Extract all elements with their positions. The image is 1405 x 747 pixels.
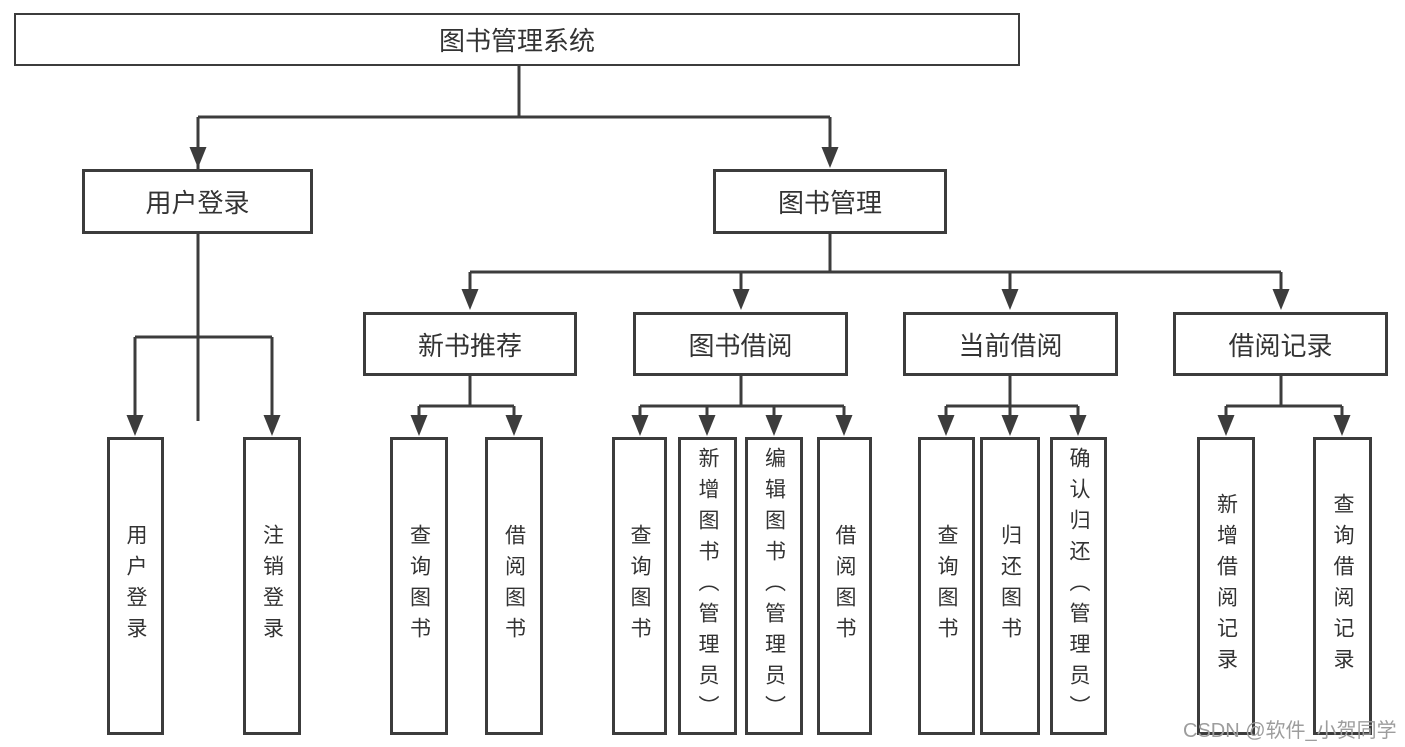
leaf-label: 查询图书 xyxy=(628,524,651,648)
leaf-label: 借阅图书 xyxy=(502,524,526,648)
node-user-login: 用户登录 xyxy=(82,169,313,234)
arrow-down-icon xyxy=(835,415,853,436)
leaf-query-borrow-record: 查询借阅记录 xyxy=(1313,437,1372,735)
leaf-label: 归还图书 xyxy=(998,524,1022,648)
arrow-down-icon xyxy=(698,415,716,436)
leaf-label: 查询借阅记录 xyxy=(1331,493,1354,679)
leaf-add-books-admin: 新增图书（管理员） xyxy=(678,437,737,735)
node-label: 图书借阅 xyxy=(688,330,793,361)
leaf-label: 确认归还（管理员） xyxy=(1067,446,1090,726)
leaf-user-login: 用户登录 xyxy=(107,437,164,735)
node-label: 图书管理系统 xyxy=(438,26,595,56)
arrow-down-icon xyxy=(1333,415,1351,436)
node-label: 当前借阅 xyxy=(958,330,1063,361)
arrow-down-icon xyxy=(410,415,428,436)
arrow-down-icon xyxy=(1069,415,1087,436)
node-label: 用户登录 xyxy=(145,188,250,218)
node-label: 新书推荐 xyxy=(417,330,522,361)
connector-book-management-to-level3 xyxy=(461,234,1290,310)
connector-new-book-to-leaves xyxy=(410,376,523,436)
arrow-down-icon xyxy=(1001,289,1019,310)
arrow-down-icon xyxy=(505,415,523,436)
connector-current-borrow-to-leaves xyxy=(937,376,1087,436)
node-library-management-system: 图书管理系统 xyxy=(14,13,1020,66)
arrow-down-icon xyxy=(1272,289,1290,310)
leaf-borrow-books: 借阅图书 xyxy=(817,437,872,735)
arrow-down-icon xyxy=(263,415,281,436)
leaf-logout: 注销登录 xyxy=(243,437,301,735)
arrow-down-icon xyxy=(765,415,783,436)
leaf-borrow-books-recommend: 借阅图书 xyxy=(485,437,543,735)
leaf-label: 注销登录 xyxy=(260,524,284,648)
arrow-down-icon xyxy=(1001,415,1019,436)
connector-user-login-to-leaves xyxy=(126,234,281,436)
node-book-management: 图书管理 xyxy=(713,169,947,234)
leaf-confirm-return-admin: 确认归还（管理员） xyxy=(1050,437,1107,735)
node-new-book-recommend: 新书推荐 xyxy=(363,312,577,376)
node-label: 图书管理 xyxy=(777,188,882,218)
leaf-label: 编辑图书（管理员） xyxy=(762,446,786,726)
arrow-down-icon xyxy=(1217,415,1235,436)
node-current-borrow: 当前借阅 xyxy=(903,312,1118,376)
leaf-label: 用户登录 xyxy=(124,524,147,648)
arrow-down-icon xyxy=(732,289,750,310)
leaf-query-books-borrow: 查询图书 xyxy=(612,437,667,735)
leaf-label: 查询图书 xyxy=(935,524,958,648)
arrow-down-icon xyxy=(189,147,207,168)
csdn-watermark: CSDN @软件_小贺同学 xyxy=(1183,720,1397,742)
arrow-down-icon xyxy=(631,415,649,436)
leaf-label: 新增借阅记录 xyxy=(1214,493,1238,679)
leaf-label: 借阅图书 xyxy=(833,524,856,648)
leaf-edit-books-admin: 编辑图书（管理员） xyxy=(745,437,803,735)
arrow-down-icon xyxy=(461,289,479,310)
node-label: 借阅记录 xyxy=(1228,330,1333,361)
leaf-add-borrow-record: 新增借阅记录 xyxy=(1197,437,1255,735)
node-book-borrow: 图书借阅 xyxy=(633,312,848,376)
leaf-label: 新增图书（管理员） xyxy=(696,446,719,726)
arrow-down-icon xyxy=(937,415,955,436)
arrow-down-icon xyxy=(821,147,839,168)
connector-borrow-record-to-leaves xyxy=(1217,376,1351,436)
node-borrow-record: 借阅记录 xyxy=(1173,312,1388,376)
leaf-label: 查询图书 xyxy=(407,524,431,648)
leaf-query-books-recommend: 查询图书 xyxy=(390,437,448,735)
connector-root-to-level2 xyxy=(189,66,839,421)
leaf-return-books: 归还图书 xyxy=(980,437,1040,735)
arrow-down-icon xyxy=(126,415,144,436)
connector-book-borrow-to-leaves xyxy=(631,376,853,436)
leaf-query-books-current: 查询图书 xyxy=(918,437,975,735)
